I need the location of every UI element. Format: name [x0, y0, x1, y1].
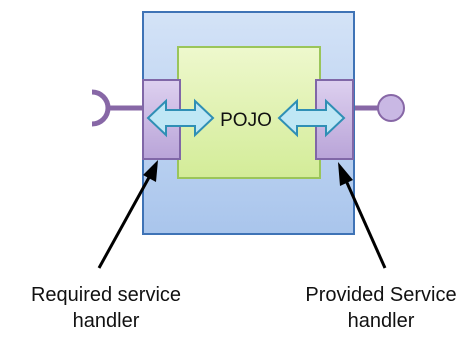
- left-double-arrow: [146, 98, 215, 138]
- receptacle-icon: [91, 89, 111, 127]
- provided-caption-line-2: handler: [347, 310, 415, 332]
- required-service-handler-caption: Required service handler: [0, 282, 212, 334]
- right-double-arrow: [277, 98, 346, 138]
- required-caption-line-2: handler: [72, 310, 140, 332]
- provided-handler-pointer: [338, 162, 387, 269]
- provided-pointer-arrowhead: [338, 162, 353, 186]
- required-handler-pointer: [97, 160, 158, 269]
- required-port: [91, 89, 146, 127]
- provided-service-handler-caption: Provided Service handler: [286, 282, 476, 334]
- pojo-label: POJO: [220, 110, 272, 131]
- provided-caption-line-1: Provided Service: [305, 284, 457, 306]
- required-caption-line-1: Required service: [30, 284, 182, 306]
- provided-port: [352, 94, 405, 122]
- required-pointer-arrowhead: [143, 160, 158, 182]
- lollipop-icon: [377, 94, 405, 122]
